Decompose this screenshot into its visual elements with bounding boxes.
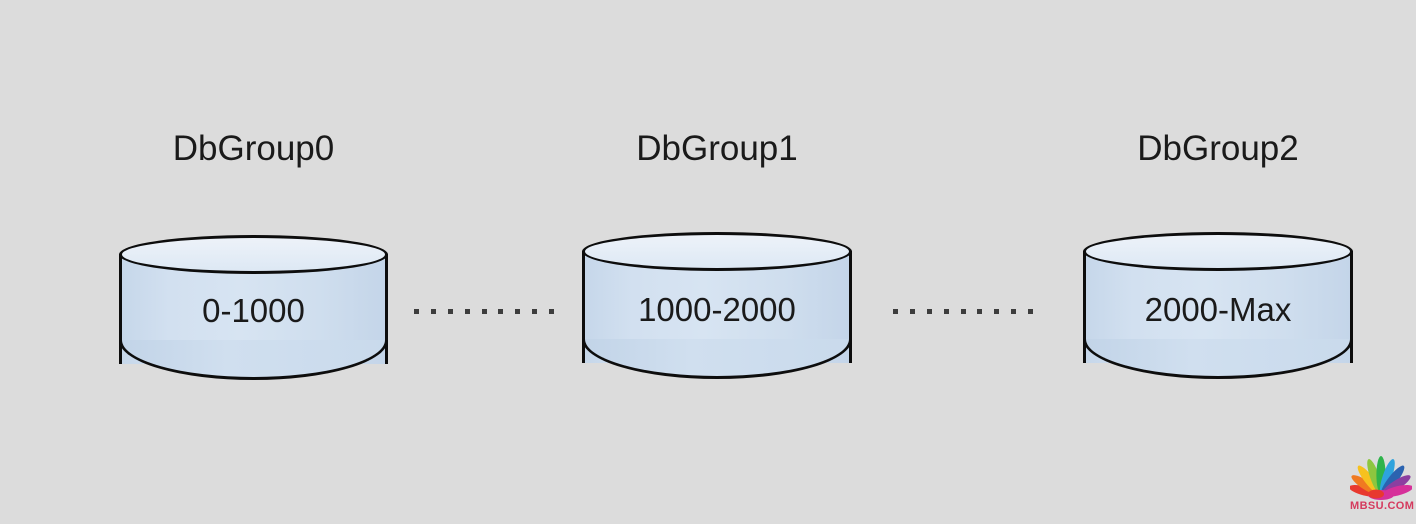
connector-dot [532, 308, 538, 314]
connector-dot [549, 308, 554, 314]
connector-dot [414, 308, 419, 314]
db-group-2: DbGroup2 2000-Max [1083, 130, 1353, 382]
connector-dot [430, 308, 436, 314]
cylinder-top-ellipse [1083, 232, 1353, 271]
watermark: MBSU.COM [1348, 452, 1415, 518]
connector-dot [893, 308, 898, 314]
cylinder-bottom-ellipse [582, 339, 852, 379]
cylinder-bottom-ellipse [1083, 339, 1353, 379]
connector-group1-group2 [893, 308, 1033, 314]
connector-dot [447, 308, 453, 314]
connector-dot [909, 308, 915, 314]
connector-group0-group1 [414, 308, 554, 314]
connector-dot [943, 308, 949, 314]
cylinder-bottom-ellipse [119, 340, 388, 380]
db-group-0: DbGroup0 0-1000 [119, 130, 388, 382]
connector-dot [926, 308, 932, 314]
db-group-0-range-label: 0-1000 [202, 292, 305, 329]
db-group-2-title: DbGroup2 [1137, 129, 1299, 168]
db-group-1: DbGroup1 1000-2000 [582, 130, 852, 382]
db-cylinder-1: 1000-2000 [582, 232, 852, 382]
connector-dot [498, 308, 504, 314]
connector-dot [1028, 308, 1033, 314]
db-group-1-title: DbGroup1 [636, 129, 798, 168]
connector-dot [977, 308, 983, 314]
cylinder-top-ellipse [119, 235, 388, 274]
connector-dot [1011, 308, 1017, 314]
connector-dot [481, 308, 487, 314]
peacock-logo-icon [1348, 452, 1414, 502]
connector-dot [994, 308, 1000, 314]
db-group-1-range-label: 1000-2000 [638, 291, 796, 328]
connector-dot [464, 308, 470, 314]
cylinder-top-ellipse [582, 232, 852, 271]
connector-dot [960, 308, 966, 314]
db-cylinder-0: 0-1000 [119, 235, 388, 383]
db-group-0-title: DbGroup0 [172, 129, 335, 168]
db-cylinder-2: 2000-Max [1083, 232, 1353, 382]
connector-dot [515, 308, 521, 314]
watermark-text: MBSU.COM [1350, 500, 1415, 512]
db-group-2-range-label: 2000-Max [1144, 291, 1292, 328]
